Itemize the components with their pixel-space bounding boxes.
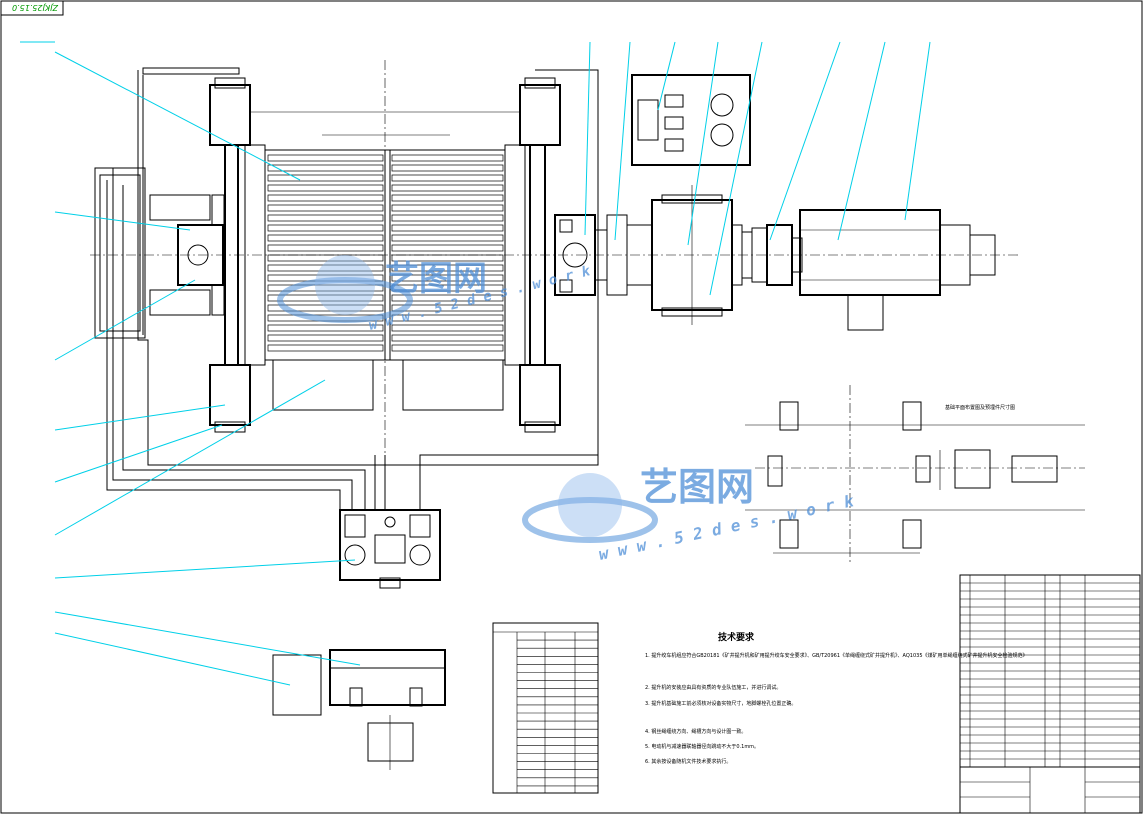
tech-item-4: 4. 钢丝绳缠绕方向、绳槽方向与设计图一致。 (645, 728, 746, 735)
rope-groove (391, 324, 504, 332)
rope-groove (267, 294, 384, 302)
rope-groove (391, 174, 504, 182)
tech-item-2: 2. 提升机的安装应由具有资质的专业队伍施工，并进行调试。 (645, 684, 781, 691)
watermark-brand-1: 艺图网 (385, 259, 487, 299)
rope-groove (391, 204, 504, 212)
rope-groove (391, 254, 504, 262)
drive-train (554, 74, 996, 331)
rope-groove (267, 214, 384, 222)
title-block (959, 766, 1141, 814)
control-console (339, 509, 441, 589)
rope-groove (391, 214, 504, 222)
rope-groove (391, 314, 504, 322)
rope-groove (391, 154, 504, 162)
rope-groove (391, 234, 504, 242)
drum-assembly (90, 60, 1020, 510)
rope-groove (267, 234, 384, 242)
tech-item-6: 6. 其余按设备随机文件技术要求执行。 (645, 758, 731, 765)
rope-groove (391, 194, 504, 202)
tech-item-5: 5. 电动机与减速器联轴器径向跳动不大于0.1mm。 (645, 743, 759, 750)
rope-groove (267, 324, 384, 332)
rope-groove (267, 334, 384, 342)
rope-groove (267, 304, 384, 312)
globe-logo-icon (558, 473, 622, 537)
rope-groove (391, 264, 504, 272)
rope-groove (267, 344, 384, 352)
rope-groove (391, 304, 504, 312)
parts-list (959, 574, 1141, 768)
rope-groove (267, 284, 384, 292)
technical-requirements: 技术要求 1. 提升绞车机组应符合GB20181《矿井提升机和矿用提升绞车安全要… (645, 631, 1028, 765)
rope-groove (391, 344, 504, 352)
rope-groove (391, 164, 504, 172)
leader-lines (20, 41, 931, 686)
plan-title: 基础平面布置图及预埋件尺寸图 (945, 404, 1015, 411)
drawing-number-box (0, 0, 64, 16)
rope-groove (391, 224, 504, 232)
rope-groove (267, 184, 384, 192)
drawing-number-topleft: ZJKJ25.15.0 (12, 3, 59, 12)
tech-item-3: 3. 提升机基础施工前必须核对设备实物尺寸，地脚螺栓孔位置正确。 (645, 700, 796, 707)
rope-groove (267, 264, 384, 272)
rope-groove (267, 204, 384, 212)
globe-logo-icon (315, 255, 375, 315)
rope-groove (267, 254, 384, 262)
rope-groove (267, 244, 384, 252)
rope-groove (391, 244, 504, 252)
rope-groove (391, 294, 504, 302)
rope-groove (391, 184, 504, 192)
watermark-2: 艺图网 w w w . 5 2 d e s . w o r k (522, 465, 857, 564)
rope-groove (391, 334, 504, 342)
rope-groove (267, 174, 384, 182)
rope-groove (267, 164, 384, 172)
side-view (272, 649, 446, 770)
tech-title: 技术要求 (718, 631, 755, 643)
rope-groove (267, 154, 384, 162)
foundation-plan: 基础平面布置图及预埋件尺寸图 (745, 385, 1085, 565)
rope-groove (391, 274, 504, 282)
rope-groove (267, 194, 384, 202)
rope-groove (267, 224, 384, 232)
watermark-brand-2: 艺图网 (640, 465, 754, 509)
tech-item-1: 1. 提升绞车机组应符合GB20181《矿井提升机和矿用提升绞车安全要求》、GB… (645, 652, 1028, 659)
parameter-table (492, 622, 599, 794)
